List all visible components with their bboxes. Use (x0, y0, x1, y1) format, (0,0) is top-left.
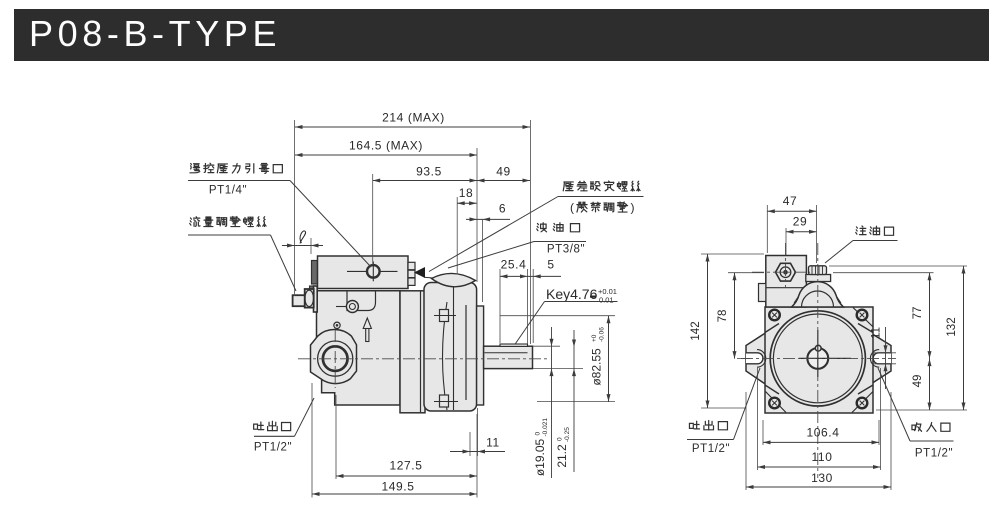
svg-text:93.5: 93.5 (416, 165, 442, 179)
svg-text:132: 132 (946, 317, 958, 336)
svg-text:127.5: 127.5 (389, 459, 422, 473)
svg-text:PT3/8": PT3/8" (547, 244, 585, 256)
svg-text:130: 130 (811, 471, 833, 485)
svg-text:11: 11 (871, 327, 883, 339)
svg-text:+0.01: +0.01 (598, 287, 617, 296)
svg-text:0: 0 (557, 437, 564, 441)
svg-text:P08-B-TYPE: P08-B-TYPE (29, 13, 281, 54)
svg-text:): ) (631, 201, 635, 215)
svg-text:49: 49 (912, 375, 924, 388)
svg-text:PT1/2": PT1/2" (254, 442, 292, 454)
svg-text:Key4.76: Key4.76 (546, 286, 598, 302)
svg-text:0.01: 0.01 (599, 296, 614, 305)
svg-text:110: 110 (812, 450, 833, 464)
svg-text:214 (MAX): 214 (MAX) (382, 111, 445, 125)
svg-text:11: 11 (486, 436, 500, 450)
svg-text:106.4: 106.4 (806, 426, 839, 440)
svg-text:164.5 (MAX): 164.5 (MAX) (349, 139, 423, 153)
svg-text:25.4: 25.4 (501, 258, 527, 272)
svg-text:5: 5 (547, 258, 554, 272)
svg-text:77: 77 (912, 307, 924, 320)
svg-text:142: 142 (690, 321, 702, 340)
svg-text:+0: +0 (591, 334, 598, 342)
svg-text:0: 0 (535, 432, 542, 436)
svg-text:-0.25: -0.25 (564, 427, 571, 442)
svg-text:18: 18 (459, 186, 474, 200)
svg-text:PT1/4": PT1/4" (209, 185, 247, 197)
svg-text:ø19.05: ø19.05 (533, 438, 547, 476)
svg-text:49: 49 (496, 165, 511, 179)
svg-text:6: 6 (499, 202, 506, 216)
svg-text:ø82.55: ø82.55 (590, 348, 604, 386)
svg-text:78: 78 (717, 310, 729, 323)
svg-text:29: 29 (793, 215, 808, 229)
svg-text:-0.021: -0.021 (542, 418, 549, 437)
svg-text:47: 47 (783, 194, 798, 208)
svg-text:21.2: 21.2 (555, 444, 569, 468)
svg-text:149.5: 149.5 (381, 480, 414, 494)
svg-text:-0.06: -0.06 (599, 327, 606, 342)
svg-text:PT1/2": PT1/2" (692, 443, 730, 455)
svg-text:(: ( (570, 201, 574, 215)
svg-text:PT1/2": PT1/2" (915, 448, 953, 460)
